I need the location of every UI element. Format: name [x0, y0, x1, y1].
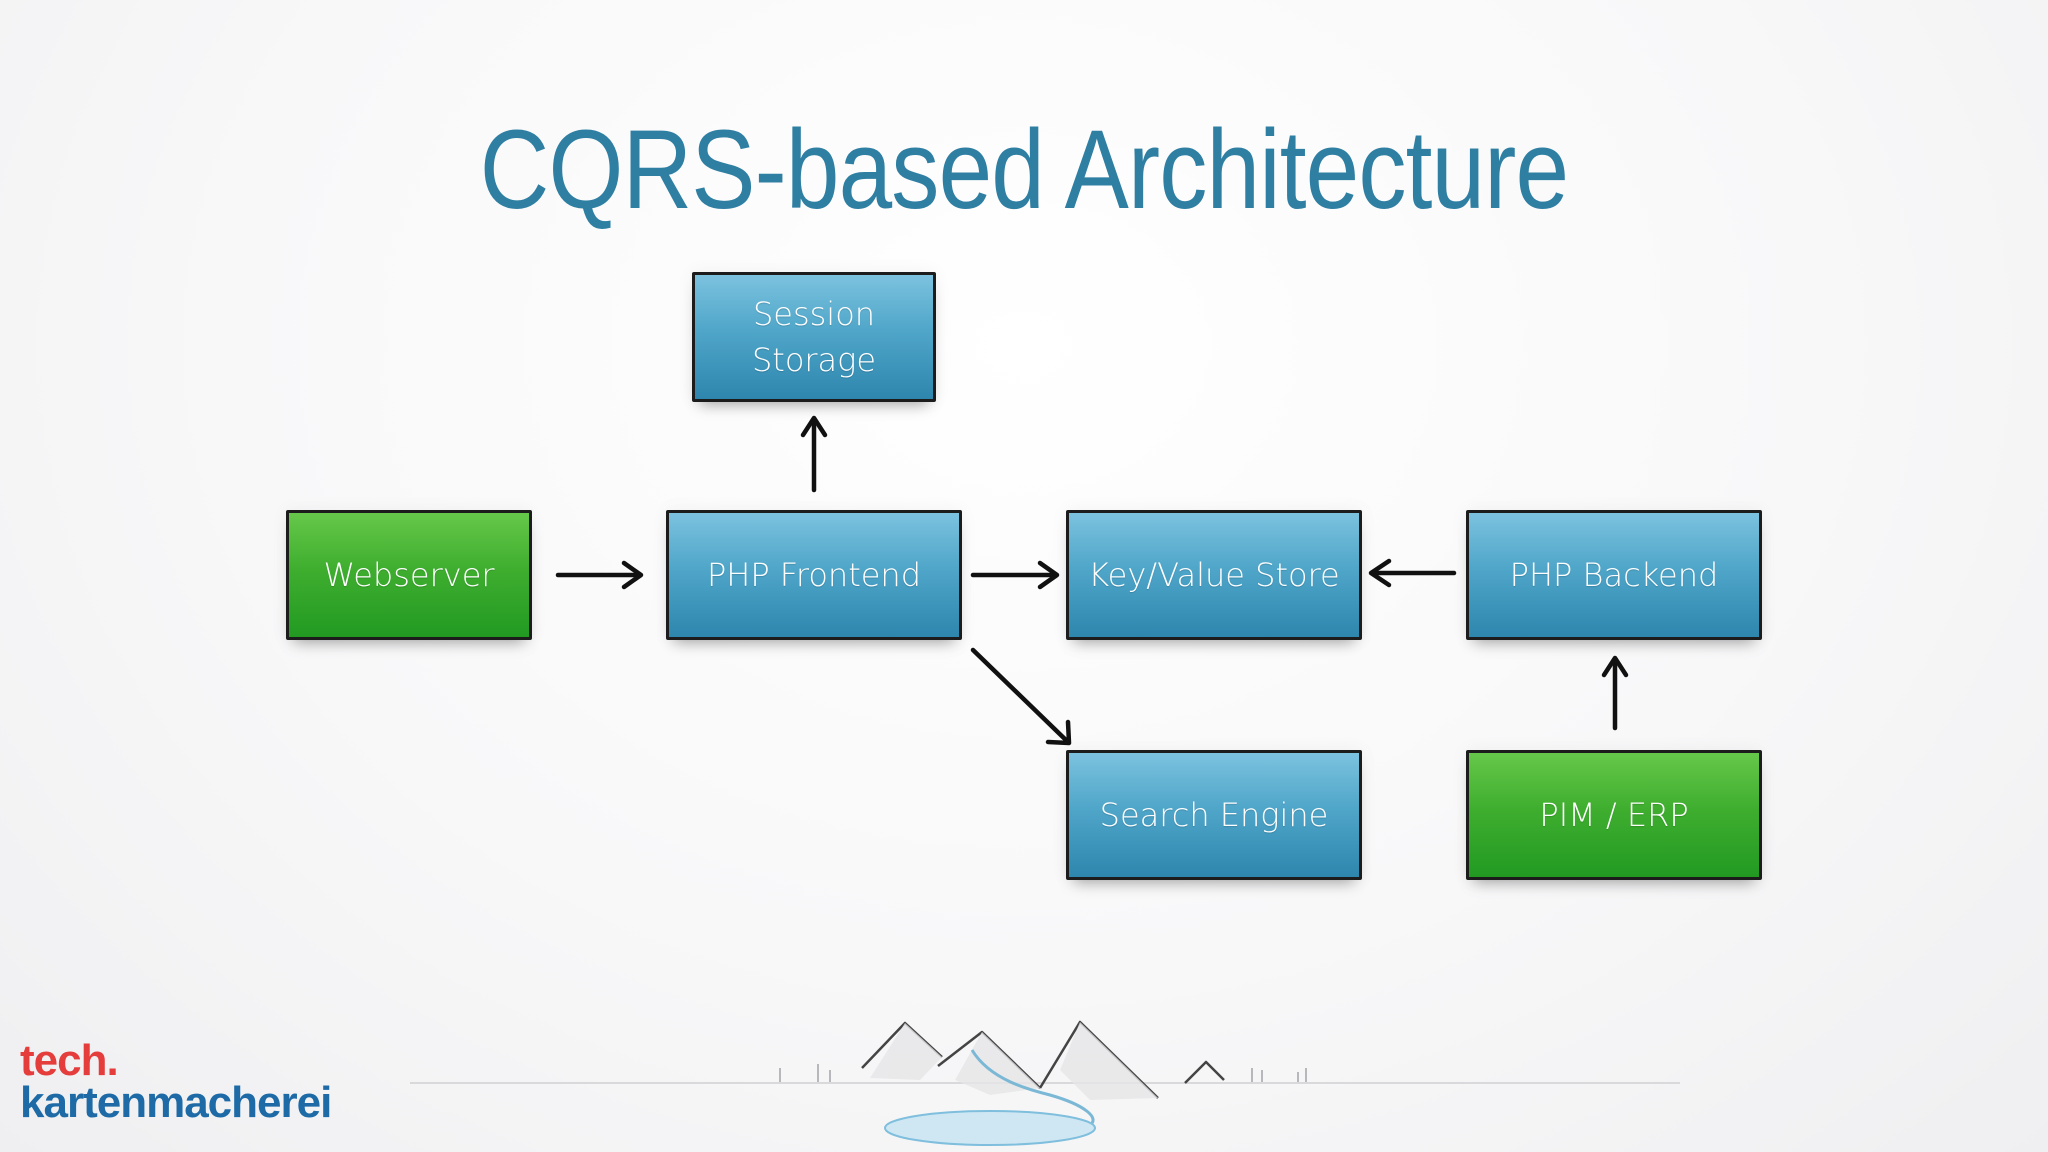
- slide-title: CQRS-based Architecture: [479, 107, 1569, 232]
- node-php-backend: PHP Backend: [1466, 510, 1762, 640]
- node-label: Session Storage: [751, 295, 877, 379]
- logo-line-tech: tech.: [20, 1036, 119, 1085]
- arrow-webserver-to-php-frontend: [555, 560, 644, 590]
- node-key-value-store: Key/Value Store: [1066, 510, 1362, 640]
- arrow-php-frontend-to-key-value-store: [970, 560, 1060, 590]
- node-php-frontend: PHP Frontend: [666, 510, 962, 640]
- node-pim-erp: PIM / ERP: [1466, 750, 1762, 880]
- company-logo: tech. kartenmacherei: [20, 1036, 332, 1127]
- arrow-pim-erp-to-php-backend: [1601, 655, 1629, 731]
- node-label: PHP Backend: [1509, 556, 1719, 594]
- node-label: Key/Value Store: [1088, 556, 1340, 594]
- node-label: Search Engine: [1099, 796, 1329, 834]
- arrow-php-frontend-to-search-engine: [970, 647, 1072, 746]
- node-label: PHP Frontend: [706, 556, 922, 594]
- mountains-lake-icon: [410, 1020, 1680, 1146]
- arrow-php-backend-to-key-value-store: [1368, 558, 1457, 588]
- node-label: Webserver: [323, 556, 495, 594]
- node-webserver: Webserver: [286, 510, 532, 640]
- node-search-engine: Search Engine: [1066, 750, 1362, 880]
- node-label: PIM / ERP: [1539, 796, 1689, 834]
- logo-line-kartenmacherei: kartenmacherei: [20, 1078, 332, 1127]
- arrow-php-frontend-to-session-storage: [800, 415, 828, 493]
- node-session-storage: Session Storage: [692, 272, 936, 402]
